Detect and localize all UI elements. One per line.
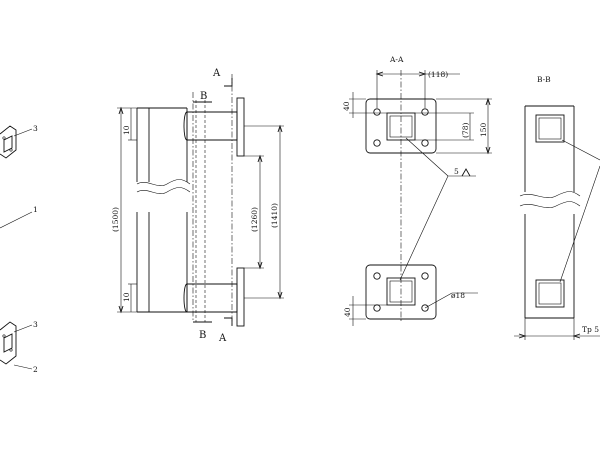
section-a-a: A-A (118) 40 (78) [342, 55, 492, 326]
dim-a-height: 150 [479, 122, 488, 137]
callout-3-top: 3 [33, 124, 38, 133]
dim-a-plate-top: 40 [342, 101, 351, 111]
section-b-b: B-B Tp 5 [514, 75, 600, 340]
dim-top-gap: 10 [122, 125, 131, 135]
weld-size: 5 [454, 167, 459, 176]
dim-inner: (1260) [250, 207, 259, 232]
section-letter-a-top: A [212, 68, 221, 79]
dim-overall: (1500) [111, 207, 120, 232]
section-letter-a-bottom: A [218, 333, 227, 344]
section-letter-b-bottom: B [199, 330, 206, 341]
dim-outer: (1410) [270, 203, 279, 228]
left-partial-view: 3 1 3 2 [0, 124, 38, 374]
note-tp: Tp 5 [582, 325, 599, 334]
dim-bottom-gap: 10 [122, 292, 131, 302]
section-b-b-title: B-B [537, 75, 551, 84]
dim-a-hole: ø18 [451, 291, 465, 300]
front-view: A A B B (1500) 10 10 (1260) [111, 68, 284, 344]
section-a-a-title: A-A [389, 55, 404, 64]
section-letter-b-top: B [200, 91, 207, 102]
callout-3-bottom: 3 [33, 320, 38, 329]
dim-a-width: (118) [428, 70, 448, 79]
dim-a-plate-bottom: 40 [343, 307, 352, 317]
dim-a-square: (78) [461, 123, 470, 138]
callout-1: 1 [33, 205, 38, 214]
callout-2: 2 [33, 365, 38, 374]
